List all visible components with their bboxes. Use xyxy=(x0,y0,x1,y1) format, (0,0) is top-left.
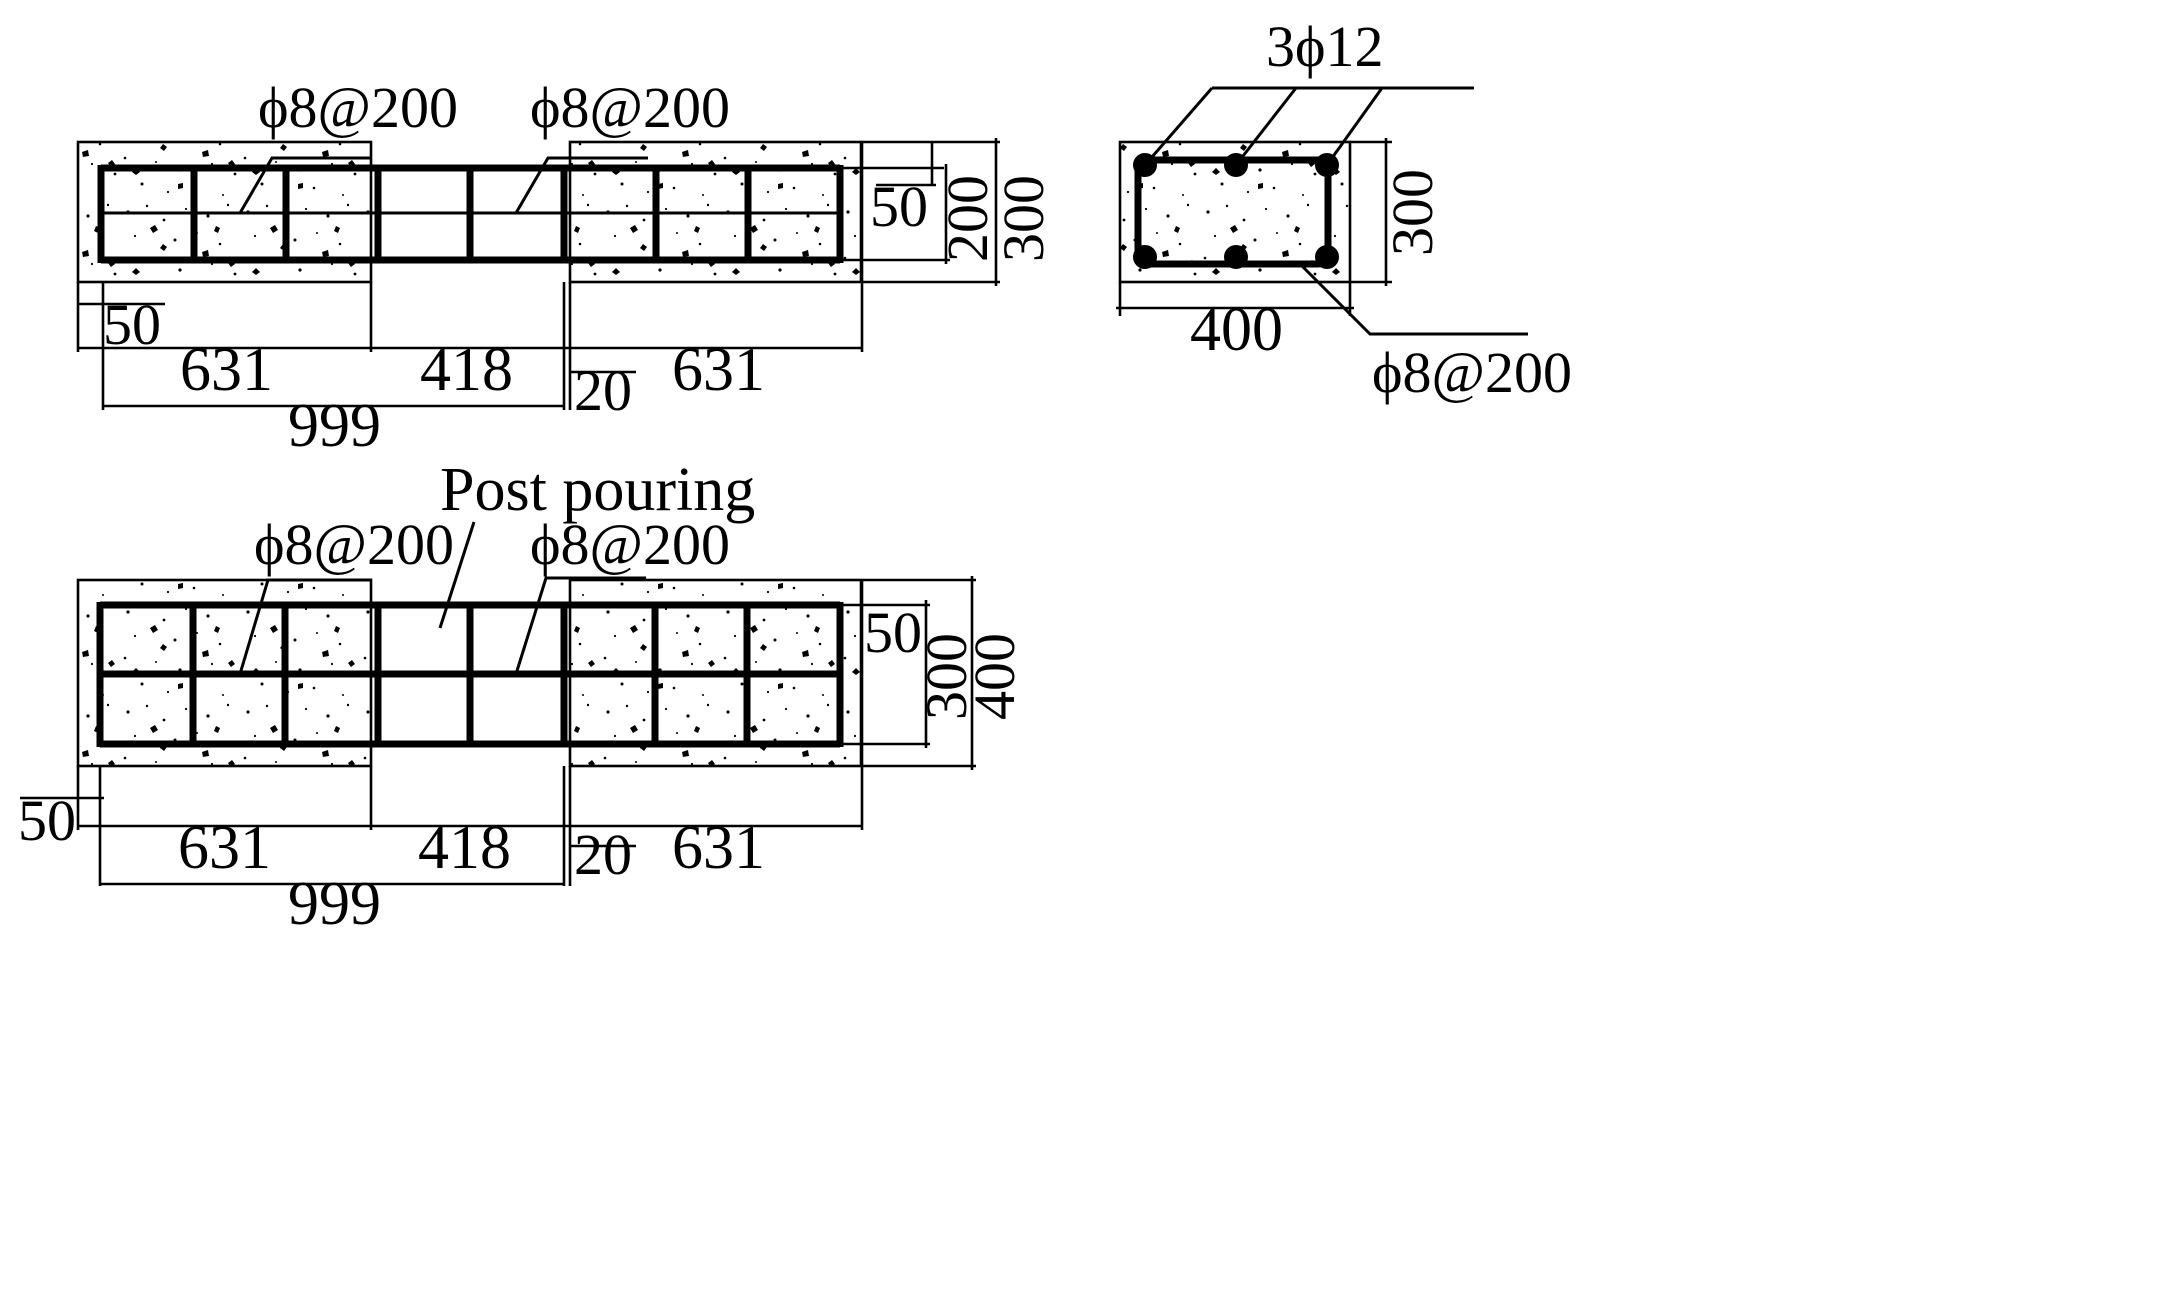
beam-bottom: Post pouring ϕ8@200 ϕ8@200 xyxy=(18,456,1027,938)
beam-top: ϕ8@200 ϕ8@200 50 631 418 20 631 999 xyxy=(76,75,1056,460)
dim-total: 999 xyxy=(288,392,381,460)
callout-stirrup-mid: ϕ8@200 xyxy=(530,512,730,577)
leaders xyxy=(238,156,648,214)
dim-height-outer: 300 xyxy=(991,175,1056,262)
dim-cover-right: 50 xyxy=(864,600,922,665)
dim-cover-bottom: 50 xyxy=(103,292,161,357)
stirrups xyxy=(97,165,844,263)
dim-joint: 20 xyxy=(574,822,632,887)
dim-cover-bottom: 50 xyxy=(18,788,76,853)
dim-span-mid: 418 xyxy=(420,336,513,404)
dim-cover-right: 50 xyxy=(870,174,928,239)
leaders xyxy=(238,521,646,675)
dim-total: 999 xyxy=(288,870,381,938)
dim-span-left: 631 xyxy=(180,336,273,404)
section-leaders xyxy=(1143,86,1528,336)
dim-span-right: 631 xyxy=(672,814,765,882)
dimension-lines xyxy=(76,138,1000,410)
callout-stirrup-left: ϕ8@200 xyxy=(254,512,454,577)
section-dim-height: 300 xyxy=(1380,169,1445,256)
section-dimensions xyxy=(1116,138,1392,316)
dim-joint: 20 xyxy=(574,358,632,423)
callout-longitudinal-bars: 3ϕ12 xyxy=(1266,14,1384,79)
callout-stirrup: ϕ8@200 xyxy=(1372,340,1572,405)
dim-span-right: 631 xyxy=(672,336,765,404)
cross-section: 3ϕ12 300 400 ϕ8@200 xyxy=(1116,14,1572,405)
dim-height-outer: 400 xyxy=(962,633,1027,720)
dim-span-mid: 418 xyxy=(418,814,511,882)
dim-height-inner: 300 xyxy=(914,633,979,720)
callout-stirrup-left: ϕ8@200 xyxy=(258,75,458,140)
stirrups xyxy=(96,602,844,747)
callout-stirrup-mid: ϕ8@200 xyxy=(530,75,730,140)
dim-height-inner: 200 xyxy=(935,175,1000,262)
post-pouring-label: Post pouring xyxy=(440,456,755,524)
section-dim-width: 400 xyxy=(1190,296,1283,364)
dim-span-left: 631 xyxy=(178,814,271,882)
dimension-lines xyxy=(20,576,976,886)
